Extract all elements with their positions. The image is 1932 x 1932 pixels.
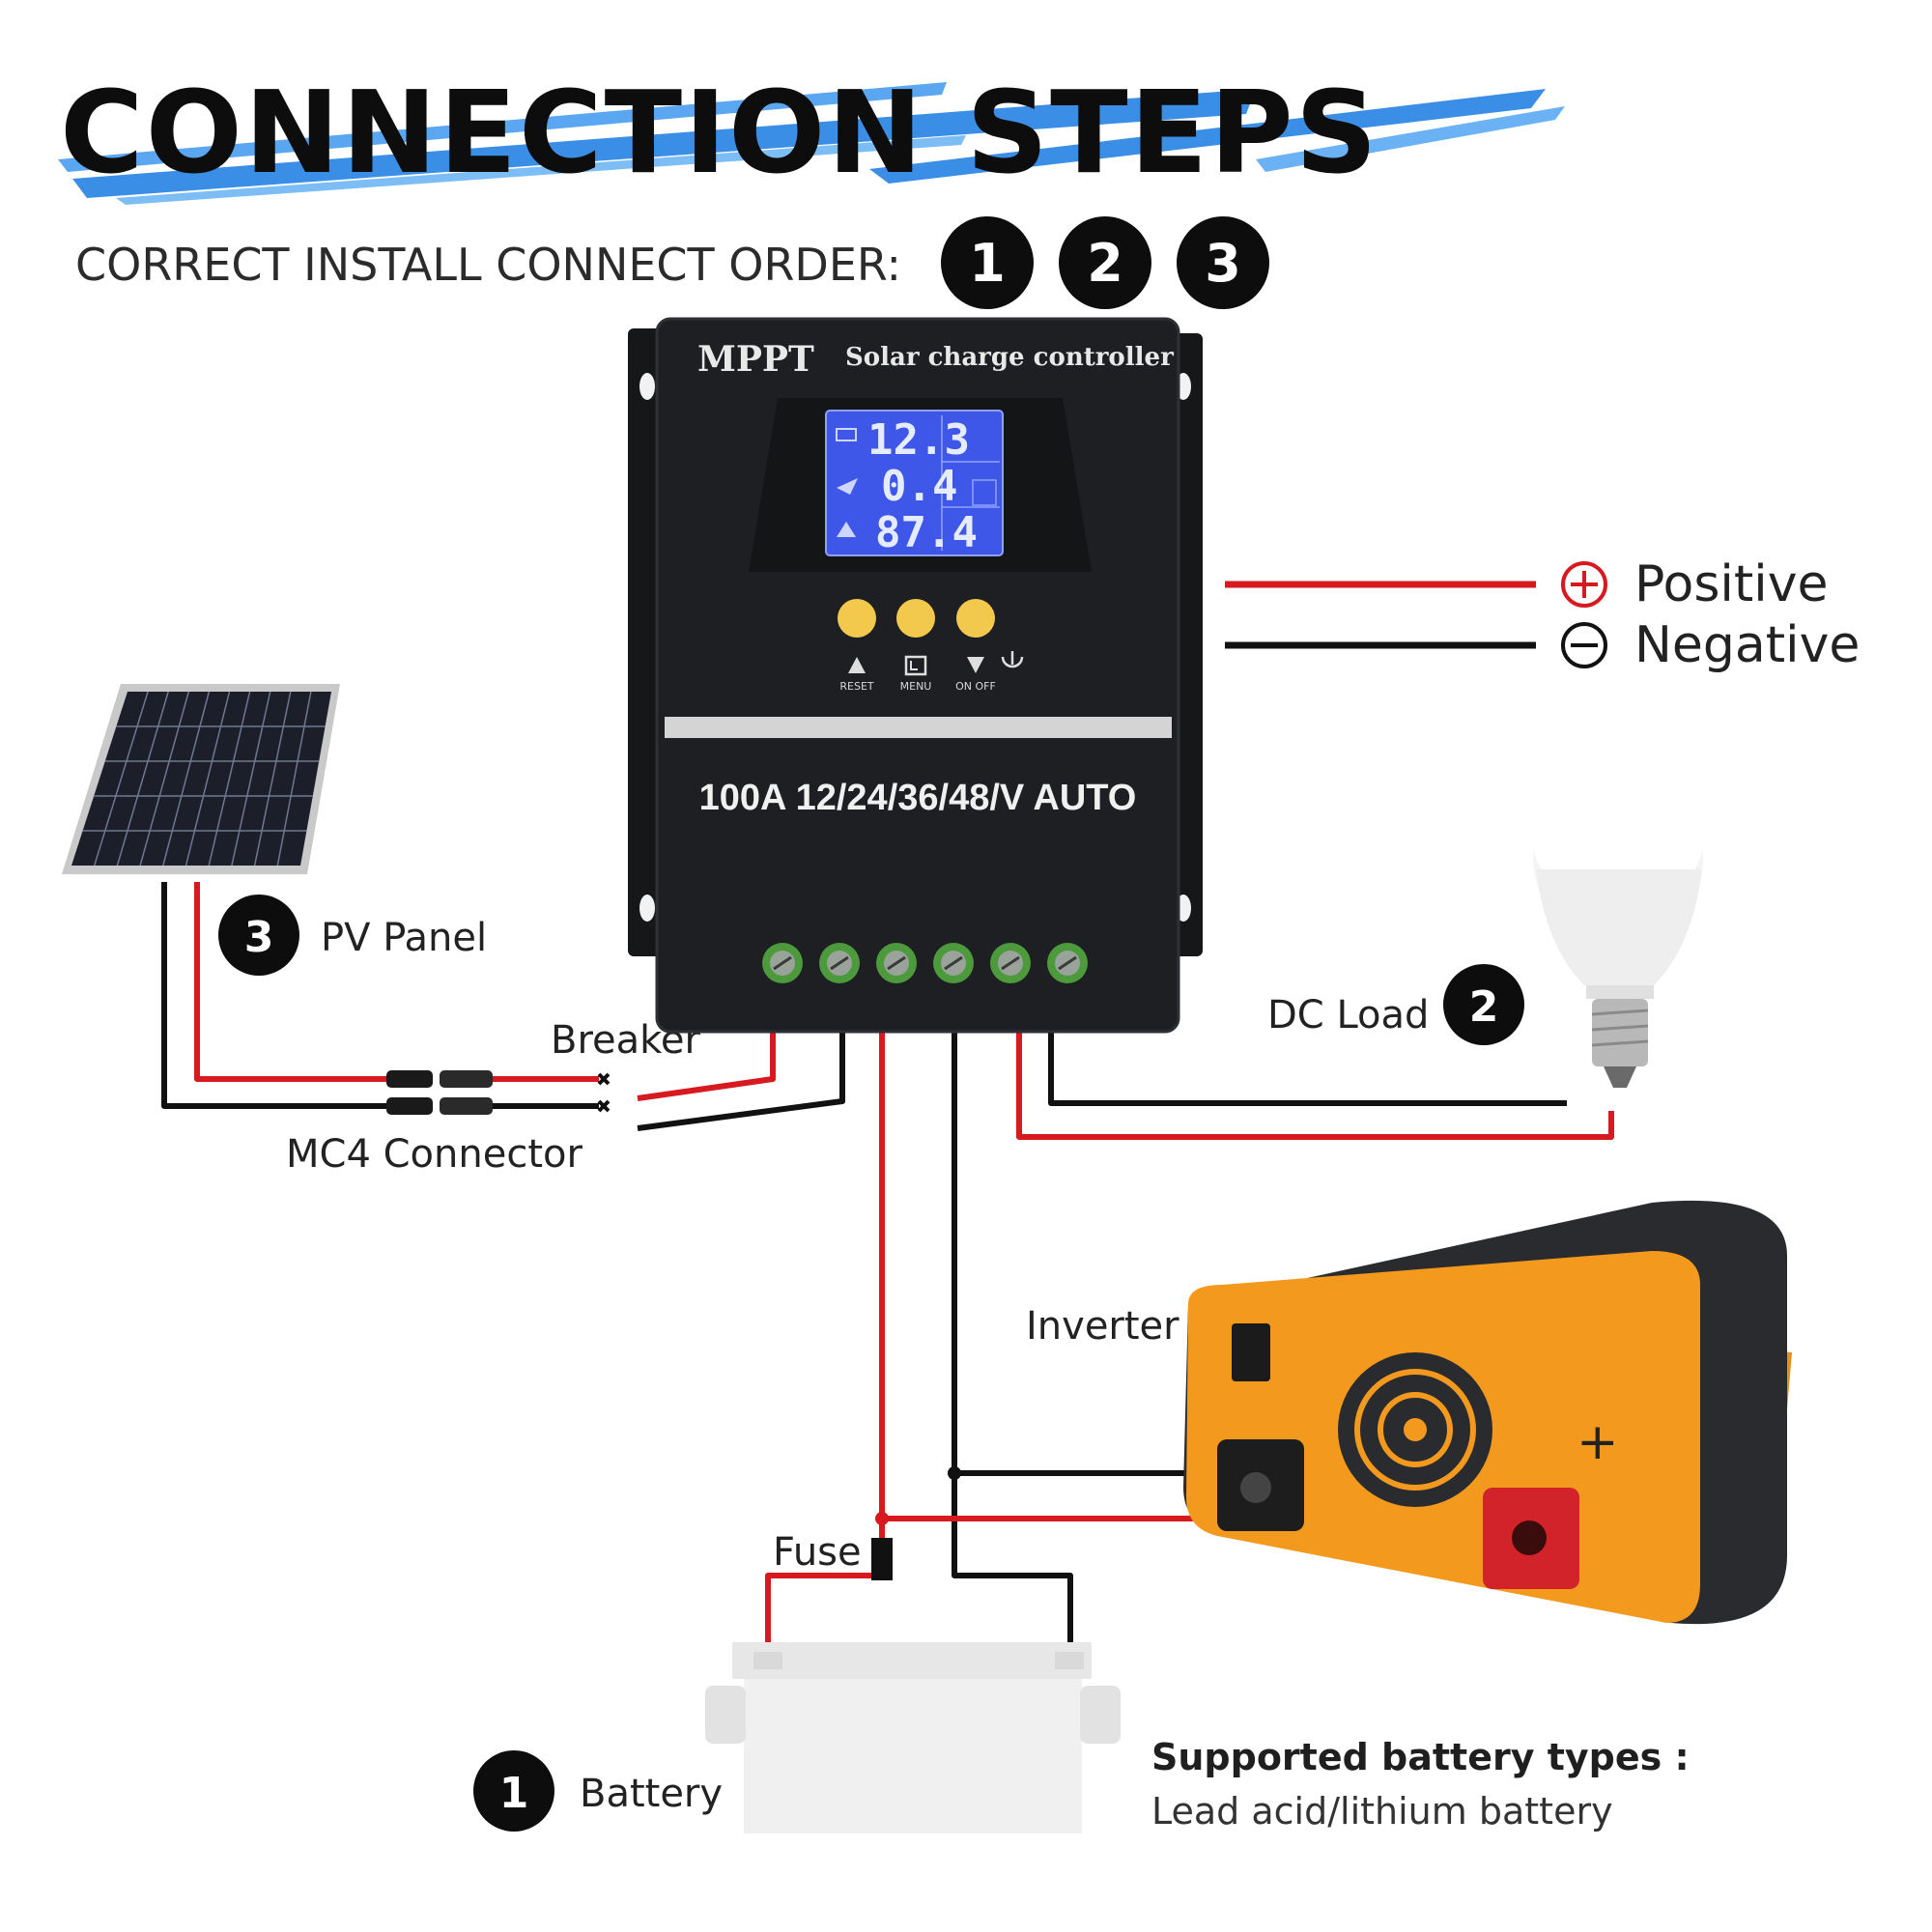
battery — [705, 1642, 1121, 1833]
up-arrow-icon — [848, 657, 866, 673]
battery-step-number: 1 — [499, 1769, 529, 1818]
controller-model: 100A 12/24/36/48/V AUTO — [699, 778, 1137, 818]
pv-panel-label: PV Panel — [321, 916, 487, 960]
positive-icon — [1561, 561, 1607, 608]
breaker-symbol — [597, 1072, 611, 1113]
controller-brand: MPPT — [697, 339, 814, 380]
lcd-value-3: 87.4 — [875, 508, 978, 557]
pv-step-badge: 3 — [218, 895, 299, 976]
load-positive-wire — [1016, 1032, 1614, 1140]
dc-load-label: DC Load — [1267, 993, 1429, 1037]
menu-icon — [904, 655, 927, 676]
dc-load-step-badge: 2 — [1443, 964, 1524, 1045]
mc4-label: MC4 Connector — [286, 1132, 582, 1177]
reset-label: RESET — [839, 680, 874, 693]
order-step-1-number: 1 — [969, 233, 1006, 294]
pv-step-number: 3 — [244, 913, 274, 962]
terminal-screw — [819, 943, 860, 983]
charge-controller: MPPT Solar charge controller 12.3 0.4 87… — [628, 317, 1203, 1034]
battery-step-badge: 1 — [473, 1750, 554, 1832]
down-arrow-icon — [967, 657, 984, 673]
lcd-value-1: 12.3 — [867, 415, 970, 465]
pv-panel — [62, 684, 340, 874]
inverter-negative-terminal — [1217, 1439, 1304, 1531]
inverter-positive-terminal — [1483, 1488, 1579, 1589]
battery-negative-wire — [952, 1032, 1073, 1652]
controller-product: Solar charge controller — [845, 343, 1174, 372]
on-off-label: ON OFF — [955, 680, 996, 693]
negative-icon — [1561, 622, 1607, 668]
power-icon — [1001, 651, 1024, 668]
breaker-negative-wire — [637, 1032, 845, 1131]
pv-negative-wire — [161, 882, 386, 1109]
inverter: + — [1183, 1200, 1792, 1625]
terminal-screw — [762, 943, 803, 983]
legend: Positive Negative — [1225, 555, 1860, 674]
dc-load-bulb — [1533, 773, 1703, 1088]
inverter-label: Inverter — [1026, 1304, 1179, 1349]
terminal-screw — [933, 943, 974, 983]
lcd-value-2: 0.4 — [881, 462, 957, 511]
battery-label: Battery — [580, 1772, 723, 1816]
lcd-current-icon — [837, 478, 858, 495]
fuse-label: Fuse — [773, 1530, 862, 1575]
legend-negative-label: Negative — [1634, 616, 1860, 674]
battery-types-text: Lead acid/lithium battery — [1151, 1790, 1613, 1833]
order-step-2: 2 — [1059, 216, 1151, 309]
order-step-3: 3 — [1177, 216, 1269, 309]
terminal-block — [762, 943, 1088, 983]
order-step-3-number: 3 — [1205, 233, 1241, 294]
title-brush-decoration — [58, 82, 1565, 205]
terminal-screw — [876, 943, 917, 983]
inverter-switch[interactable] — [1232, 1323, 1270, 1381]
pv-positive-wire — [194, 882, 386, 1082]
dc-load-step-number: 2 — [1469, 982, 1499, 1032]
order-step-1: 1 — [941, 216, 1034, 309]
load-negative-wire — [1048, 1032, 1567, 1106]
terminal-screw — [990, 943, 1031, 983]
install-order-text: CORRECT INSTALL CONNECT ORDER: — [75, 239, 901, 291]
terminal-screw — [1047, 943, 1088, 983]
page-title: CONNECTION STEPS — [60, 66, 1379, 199]
menu-label: MENU — [900, 680, 932, 693]
on-off-button[interactable] — [956, 599, 995, 638]
reset-button[interactable] — [838, 599, 876, 638]
battery-types-heading: Supported battery types : — [1151, 1736, 1690, 1778]
legend-positive-label: Positive — [1634, 555, 1828, 613]
menu-button[interactable] — [896, 599, 935, 638]
lcd-battery-icon — [836, 428, 857, 441]
order-step-2-number: 2 — [1087, 233, 1123, 294]
lcd-solar-icon — [837, 522, 856, 537]
inverter-plus-sign: + — [1577, 1413, 1619, 1471]
lcd-screen — [826, 411, 1003, 555]
breaker-positive-wire — [637, 1032, 776, 1101]
fuse-symbol — [871, 1538, 893, 1580]
mc4-connector — [386, 1070, 493, 1115]
